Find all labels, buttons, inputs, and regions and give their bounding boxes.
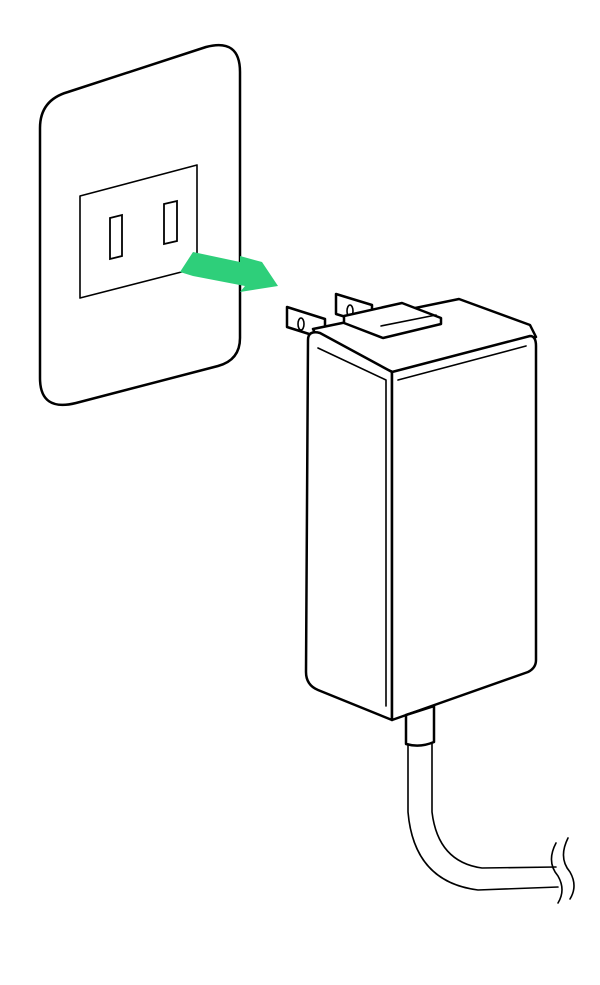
adapter-right-face xyxy=(390,334,538,722)
insert-direction-arrow xyxy=(180,252,278,292)
adapter-edge-line-right xyxy=(397,345,527,381)
ac-adapter xyxy=(285,292,538,722)
cord-outer-left xyxy=(407,743,559,891)
power-cord xyxy=(404,704,575,904)
prong-hole-front xyxy=(297,317,305,331)
cord-break-mark-2 xyxy=(562,837,575,900)
plug-housing-ridge xyxy=(380,314,437,327)
cord-break-mark-1 xyxy=(550,842,563,904)
cord-outer-right xyxy=(431,743,557,869)
cord-strain-relief xyxy=(404,704,436,747)
outlet-slot-right xyxy=(163,199,178,246)
outlet-plate xyxy=(38,43,242,407)
adapter-left-face xyxy=(304,331,394,722)
plug-housing xyxy=(342,301,443,340)
wall-outlet xyxy=(38,43,242,407)
outlet-slot-left xyxy=(109,213,123,261)
adapter-edge-line xyxy=(317,347,387,707)
